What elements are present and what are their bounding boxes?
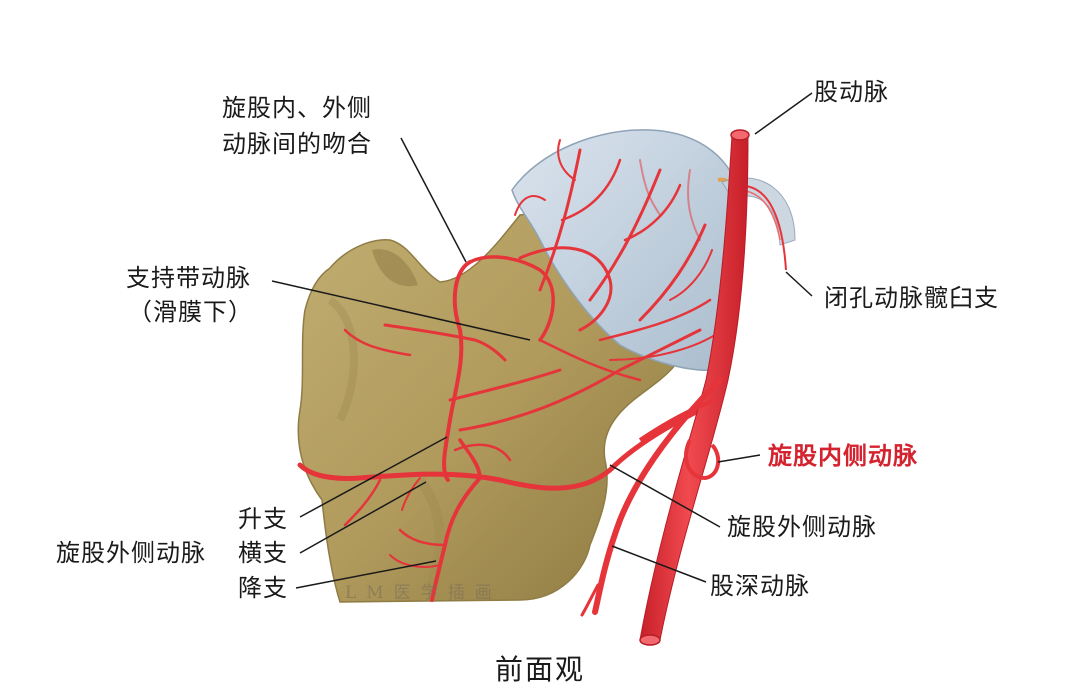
leader-transverse xyxy=(299,481,427,554)
leader-ascending xyxy=(299,436,448,518)
label-anastomosis-line2: 动脉间的吻合 xyxy=(222,130,372,158)
label-medial-circumflex: 旋股内侧动脉 xyxy=(768,442,918,470)
retinacular-vessels xyxy=(514,139,716,361)
watermark: LM医学插画 xyxy=(345,583,502,603)
label-ascending-branch: 升支 xyxy=(238,505,288,533)
label-lateral-circumflex: 旋股外侧动脉 xyxy=(727,513,877,541)
label-femoral-artery: 股动脉 xyxy=(814,78,889,106)
label-retinacular-line2: （滑膜下） xyxy=(128,298,253,326)
medial-circumflex-artery xyxy=(638,398,721,481)
leader-medial-circumflex xyxy=(717,454,761,463)
leader-retinacular xyxy=(271,280,531,341)
circumflex-anastomosis-network xyxy=(343,246,702,482)
label-obturator-acetabular: 闭孔动脉髋臼支 xyxy=(824,284,999,312)
label-transverse-branch: 横支 xyxy=(238,539,288,567)
leader-lateral-circumflex xyxy=(609,464,721,528)
label-retinacular-line1: 支持带动脉 xyxy=(126,264,251,292)
lateral-circumflex-artery-branches xyxy=(297,407,703,602)
leader-obturator xyxy=(785,271,813,297)
femoral-artery xyxy=(639,129,750,646)
leader-lines xyxy=(271,92,813,589)
label-deep-femoral: 股深动脉 xyxy=(710,572,810,600)
leader-anastomosis xyxy=(400,137,467,263)
label-anastomosis-line1: 旋股内、外侧 xyxy=(222,94,372,122)
label-descending-branch: 降支 xyxy=(238,574,288,602)
leader-deep-femoral xyxy=(611,545,707,583)
view-caption: 前面观 xyxy=(494,653,585,686)
label-lcfa-group: 旋股外侧动脉 xyxy=(56,539,206,567)
leader-femoral-artery xyxy=(754,92,813,135)
leader-descending xyxy=(295,560,437,589)
